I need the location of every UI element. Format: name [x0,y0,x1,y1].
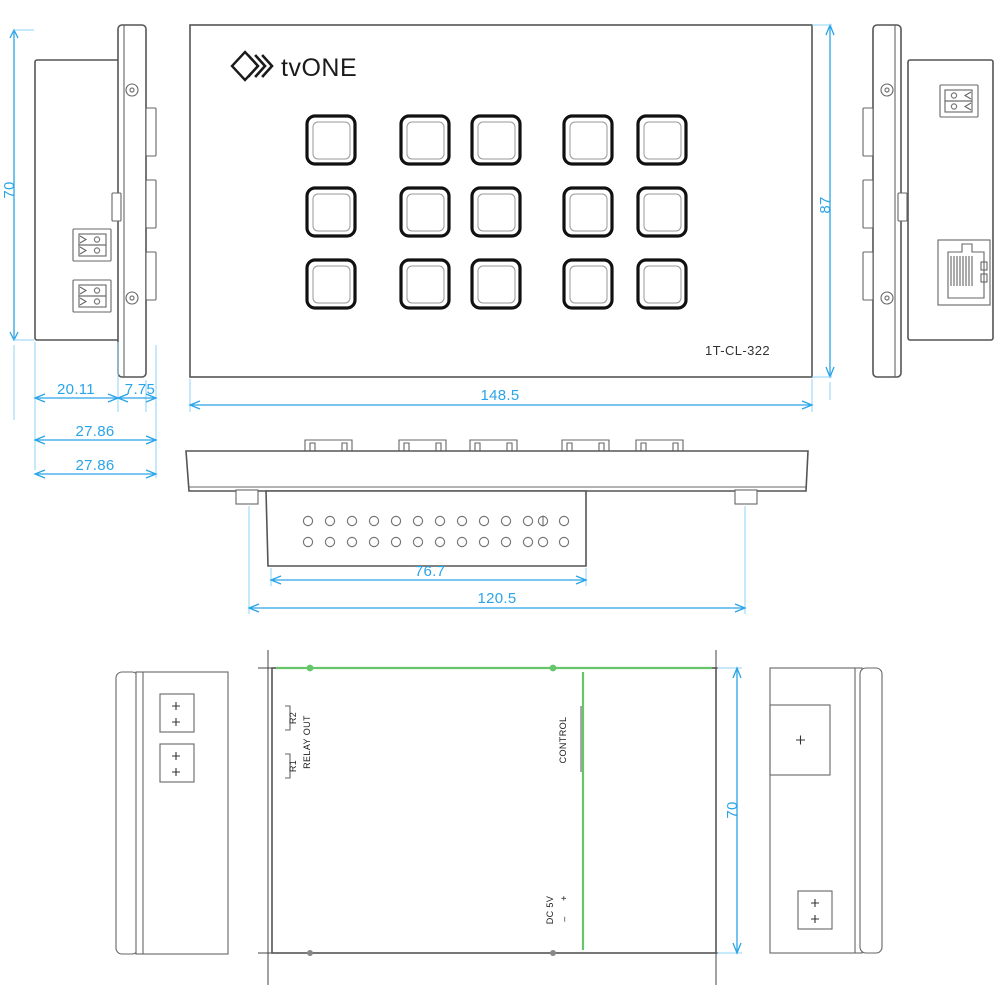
dc-positive-label: + [559,895,569,901]
brand-label: tvONE [281,54,357,82]
dimension-label-rear-body-width: 120.5 [477,590,516,607]
dimension-side-height-70: 70 [1,28,34,420]
keypad-button[interactable] [636,114,688,166]
dimension-label-side-height: 70 [1,181,18,198]
left-side-elevation [34,24,157,378]
terminal-block-dc-power [939,84,979,118]
dimension-label-depth-total: 27.86 [75,423,114,440]
terminal-block-upper [159,693,195,733]
dimension-side-depths: 20.11 7.75 27.86 27.86 [33,342,158,479]
dimension-rear-body-width-120-5: 120.5 [247,506,747,614]
control-port-cutout [769,704,831,776]
keypad-button[interactable] [562,114,614,166]
keypad-button[interactable] [470,258,522,310]
relay-out-group: R2 R1 RELAY OUT [285,705,312,779]
model-number-label: 1T-CL-322 [705,343,770,358]
dc-power-group: DC 5V + – [545,895,569,924]
relay-1-label: R1 [288,760,298,772]
control-label: CONTROL [558,717,568,764]
dc-power-label: DC 5V [545,896,555,925]
keypad-button[interactable] [562,258,614,310]
dimension-label-front-width: 148.5 [480,387,519,404]
dimension-cutout-width-76-7: 76.7 [269,563,588,586]
bottom-left-side-view [115,671,229,955]
terminal-block-lower [159,743,195,783]
dimension-label-body-depth: 20.11 [57,381,95,398]
keypad-button[interactable] [470,114,522,166]
top-profile-view [185,439,809,567]
dc-negative-label: – [559,916,569,921]
dimension-label-rear-height: 70 [724,801,741,818]
terminal-block-dc [797,890,833,930]
relay-2-label: R2 [288,712,298,724]
keypad-button[interactable] [305,114,357,166]
keypad-button[interactable] [470,186,522,238]
keypad-button[interactable] [399,186,451,238]
relay-out-label: RELAY OUT [302,715,312,769]
keypad-button[interactable] [305,186,357,238]
rear-view: R2 R1 RELAY OUT CONTROL DC 5V + – [258,650,730,985]
bottom-right-side-view [769,667,883,954]
button-profiles [304,439,684,451]
keypad-button[interactable] [636,186,688,238]
tvone-diamond-chevron-icon [230,50,274,82]
keypad-button[interactable] [636,258,688,310]
terminal-block-relay-upper [72,228,112,262]
keypad-button[interactable] [399,258,451,310]
front-elevation: tvONE 1T-CL-322 [189,24,813,378]
terminal-block-relay-lower [72,279,112,313]
keypad-button[interactable] [305,258,357,310]
dimension-label-cutout-width: 76.7 [415,563,445,580]
dimension-front-height-87: 87 [812,23,835,400]
tvone-logo: tvONE [230,50,357,82]
rj45-control-jack [937,239,991,306]
keypad-button[interactable] [562,186,614,238]
dimension-front-width-148-5: 148.5 [188,379,814,412]
dimension-label-front-height: 87 [817,196,834,213]
dimension-label-plate-depth: 7.75 [125,381,155,398]
connector-hole-row [302,536,570,548]
dimension-label-depth-total-2: 27.86 [75,457,114,474]
connector-hole-array [302,515,570,548]
button-grid [305,114,688,310]
connector-hole-row [302,515,570,527]
keypad-button[interactable] [399,114,451,166]
right-side-elevation [862,24,994,378]
dimension-rear-height-70: 70 [718,666,742,955]
